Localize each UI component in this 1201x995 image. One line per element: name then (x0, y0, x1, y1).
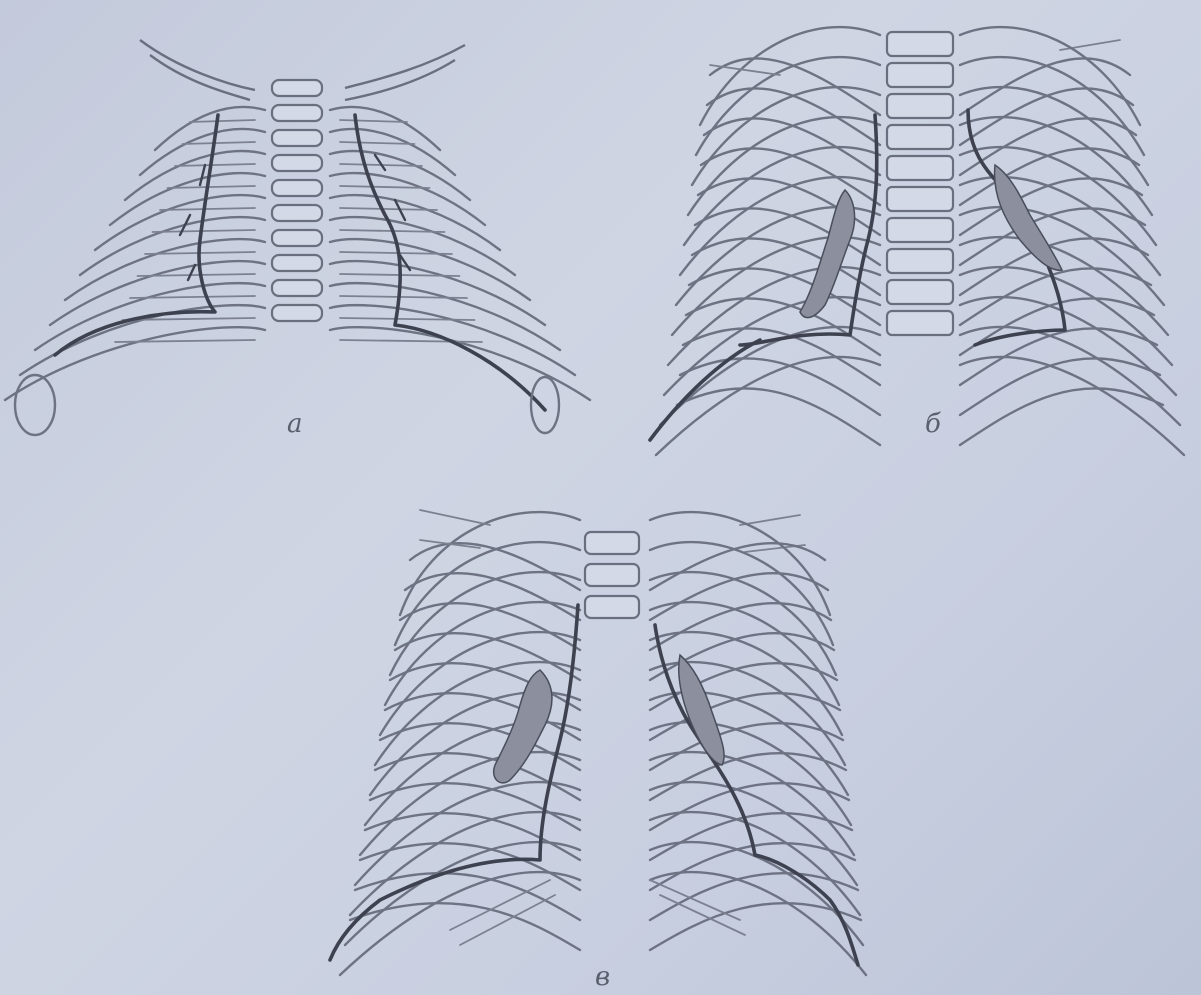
panel-a-spine (272, 80, 322, 321)
panel-a-left-rib-anterior (168, 186, 256, 188)
panel-a-left-rib (125, 151, 265, 200)
panel-b-right-rib-posterior (960, 327, 1180, 425)
panel-c-left-rib-posterior (340, 872, 580, 975)
panel-b-right-rib-posterior (960, 117, 1152, 215)
panel-a-right-rib (330, 195, 500, 250)
panel-c-vertebra (585, 564, 639, 586)
panel-b-left-rib-posterior (672, 237, 880, 335)
panel-c-left-rib-posterior (400, 512, 580, 615)
panel-c-left-rib-anterior (395, 633, 580, 680)
panel-a-right-rib-anterior (340, 120, 407, 122)
panel-a-right-rib-tip (531, 377, 559, 433)
panel-c-label: в (595, 962, 610, 992)
panel-b-vertebra (887, 156, 953, 180)
panel-c-left-rib-posterior (395, 542, 580, 645)
panel-a-vertebra (272, 230, 322, 246)
panel-a-left-rib-tip (15, 375, 55, 435)
panel-c-spine (585, 532, 639, 618)
panel-b-left-rib-posterior (696, 57, 880, 155)
panel-a-right-clavicle (345, 45, 465, 100)
panel-a-left-rib-anterior (190, 120, 255, 122)
panel-a-left-rib (80, 217, 265, 275)
panel-a-right-rib (330, 217, 515, 275)
panel-b-left-hilum (800, 190, 855, 318)
panel-c-right-rib-posterior (650, 512, 830, 615)
panel-a-left-rib (5, 327, 265, 400)
panel-b-left-rib-posterior (664, 297, 880, 395)
panel-b-right-ribs (960, 27, 1184, 455)
panel-a-vertebra (272, 180, 322, 196)
panel-a-vertebra (272, 305, 322, 321)
panel-a-right-rib (330, 327, 590, 400)
panel-a-right-rib-anterior (340, 142, 415, 144)
panel-c-right-rib-posterior (650, 782, 857, 885)
panel-b-right-rib-posterior (960, 177, 1160, 275)
panel-a-right-rib-anterior (340, 340, 482, 342)
panel-c-vertebra (585, 532, 639, 554)
panel-b-right-rib-anterior (960, 58, 1130, 115)
panel-b-vertebra (887, 94, 953, 118)
panel-a-vertebra (272, 105, 322, 121)
panel-b-right-rib-posterior (960, 297, 1176, 395)
panel-c-diagram (330, 510, 866, 975)
panel-a-label: а (287, 409, 303, 439)
panel-a-left-rib-anterior (183, 142, 256, 144)
panel-b-vertebra (887, 249, 953, 273)
panel-b-left-rib-posterior (692, 87, 880, 185)
panel-c-right-rib-anterior (650, 903, 861, 950)
panel-b-vertebra (887, 311, 953, 335)
panel-a-right-rib (330, 239, 530, 300)
panel-b-vertebra (887, 32, 953, 56)
panel-a-vertebra (272, 155, 322, 171)
panel-b-right-rib-anterior (960, 388, 1163, 445)
panel-b-vertebra (887, 125, 953, 149)
panel-a-left-ribs (5, 107, 265, 400)
panel-a-vertebra (272, 205, 322, 221)
panel-b-right-rib-posterior (960, 267, 1172, 365)
panel-b-left-rib-anterior (680, 358, 880, 415)
panel-a-left-rib-anterior (175, 164, 255, 166)
panel-c-right-rib-posterior (650, 722, 851, 825)
panel-a-left-rib-anterior (115, 340, 255, 342)
panel-b-vertebra (887, 63, 953, 87)
panel-b-spine (887, 32, 953, 335)
panel-a-right-ribs (330, 107, 590, 400)
panel-a-right-rib-anterior (340, 318, 475, 320)
panel-b-vertebra (887, 280, 953, 304)
panel-b-left-rib-anterior (677, 388, 880, 445)
panel-c-left-rib-anterior (365, 813, 580, 860)
panel-c-lower-rib-ends (450, 880, 745, 945)
panel-a-vertebra (272, 80, 322, 96)
panel-a-right-rib (330, 151, 470, 200)
panel-a-left-rib (65, 239, 265, 300)
panel-b-diagram (650, 27, 1184, 455)
panel-b-label: б (925, 409, 941, 439)
panel-a-left-rib (95, 195, 265, 250)
panel-a-vertebra (272, 280, 322, 296)
panel-a-right-rib-anterior (340, 296, 467, 298)
panel-b-left-rib-anterior (710, 58, 880, 115)
panel-c-left-rib-posterior (380, 632, 580, 735)
panel-b-vertebra (887, 218, 953, 242)
panel-a-vertebra (272, 255, 322, 271)
panel-b-right-rib-anterior (960, 358, 1160, 415)
panel-a-vertebra (272, 130, 322, 146)
panel-c-right-rib-posterior (650, 872, 866, 975)
panel-b-vertebra (887, 187, 953, 211)
panel-b-right-rib-posterior (960, 57, 1144, 155)
panel-a-left-clavicle (140, 40, 255, 100)
panel-c-vertebra (585, 596, 639, 618)
panel-c-right-rib-posterior (650, 542, 833, 645)
panel-b-left-rib-posterior (668, 267, 880, 365)
panel-c-left-rib-posterior (365, 722, 580, 825)
panel-b-right-rib-posterior (960, 207, 1164, 305)
panel-a-diagram (5, 40, 590, 435)
panel-b-right-rib-posterior (960, 147, 1156, 245)
